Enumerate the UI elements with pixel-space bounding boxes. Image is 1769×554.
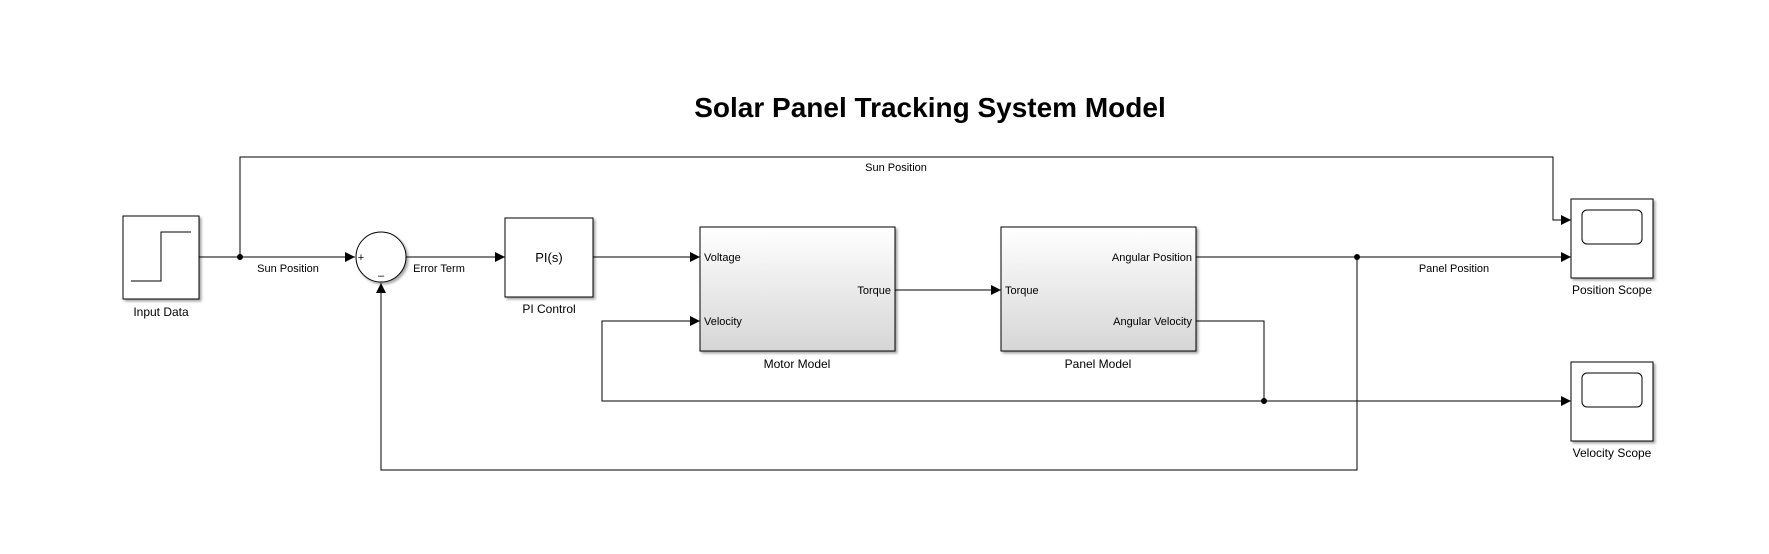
block-motor-model[interactable]: Voltage Velocity Torque Motor Model [699,226,896,371]
block-pi-control[interactable]: PI(s) PI Control [504,217,594,316]
block-velocity-scope[interactable]: Velocity Scope [1570,361,1654,460]
panel-model-body[interactable] [1000,226,1197,352]
sum-plus-sign: + [358,252,364,264]
branch-point-panel-position [1354,254,1360,260]
position-scope-label: Position Scope [1572,283,1652,297]
scope-screen-icon [1581,372,1643,408]
motor-port-velocity: Velocity [704,316,742,328]
sum-minus-sign: – [378,270,385,282]
branch-point-angular-velocity [1261,398,1267,404]
signal-label-panel-position: Panel Position [1419,263,1489,275]
pi-control-content: PI(s) [535,250,562,265]
sum-body[interactable] [355,231,407,283]
motor-port-torque: Torque [857,285,891,297]
panel-model-label: Panel Model [1065,357,1132,371]
block-input-data[interactable]: Input Data [122,215,200,319]
block-sum[interactable]: + – [355,231,407,283]
block-position-scope[interactable]: Position Scope [1570,198,1654,297]
panel-port-angular-velocity: Angular Velocity [1113,316,1192,328]
signal-wires [199,156,1571,471]
panel-port-angular-position: Angular Position [1112,252,1192,264]
panel-port-torque: Torque [1005,285,1039,297]
motor-port-voltage: Voltage [704,252,741,264]
motor-model-label: Motor Model [764,357,831,371]
signal-label-sun-position: Sun Position [257,263,319,275]
velocity-scope-label: Velocity Scope [1573,446,1652,460]
scope-screen-icon [1581,209,1643,245]
branch-point-sun-position [237,254,243,260]
wire-sun-position-to-scope[interactable] [239,156,1571,257]
wire-velocity-feedback-to-motor[interactable] [601,316,1264,402]
wire-position-feedback-to-sum[interactable] [376,257,1358,471]
pi-control-body[interactable] [504,217,594,298]
motor-model-body[interactable] [699,226,896,352]
step-icon [131,231,191,282]
block-panel-model[interactable]: Torque Angular Position Angular Velocity… [1000,226,1197,371]
signal-label-sun-position-top: Sun Position [865,162,927,174]
signal-label-error-term: Error Term [413,263,465,275]
diagram-title: Solar Panel Tracking System Model [694,92,1166,123]
input-data-label: Input Data [133,305,189,319]
pi-control-label: PI Control [522,302,575,316]
wire-angular-velocity-to-scope[interactable] [1196,320,1571,406]
